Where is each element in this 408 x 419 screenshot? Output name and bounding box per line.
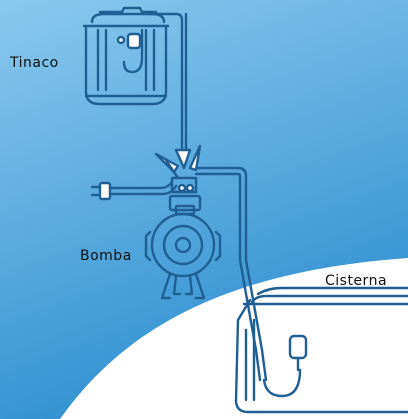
cisterna-label: Cisterna	[325, 273, 388, 289]
tinaco-label: Tinaco	[10, 55, 59, 71]
pressure-switch-icon	[154, 144, 202, 194]
pump-icon	[144, 194, 222, 300]
tinaco-tank-icon	[82, 6, 170, 106]
cisterna-tank-icon	[234, 286, 408, 414]
piping	[146, 12, 268, 382]
bomba-label: Bomba	[80, 248, 132, 264]
plug-icon	[90, 180, 178, 201]
cisterna-white-area	[60, 258, 408, 419]
